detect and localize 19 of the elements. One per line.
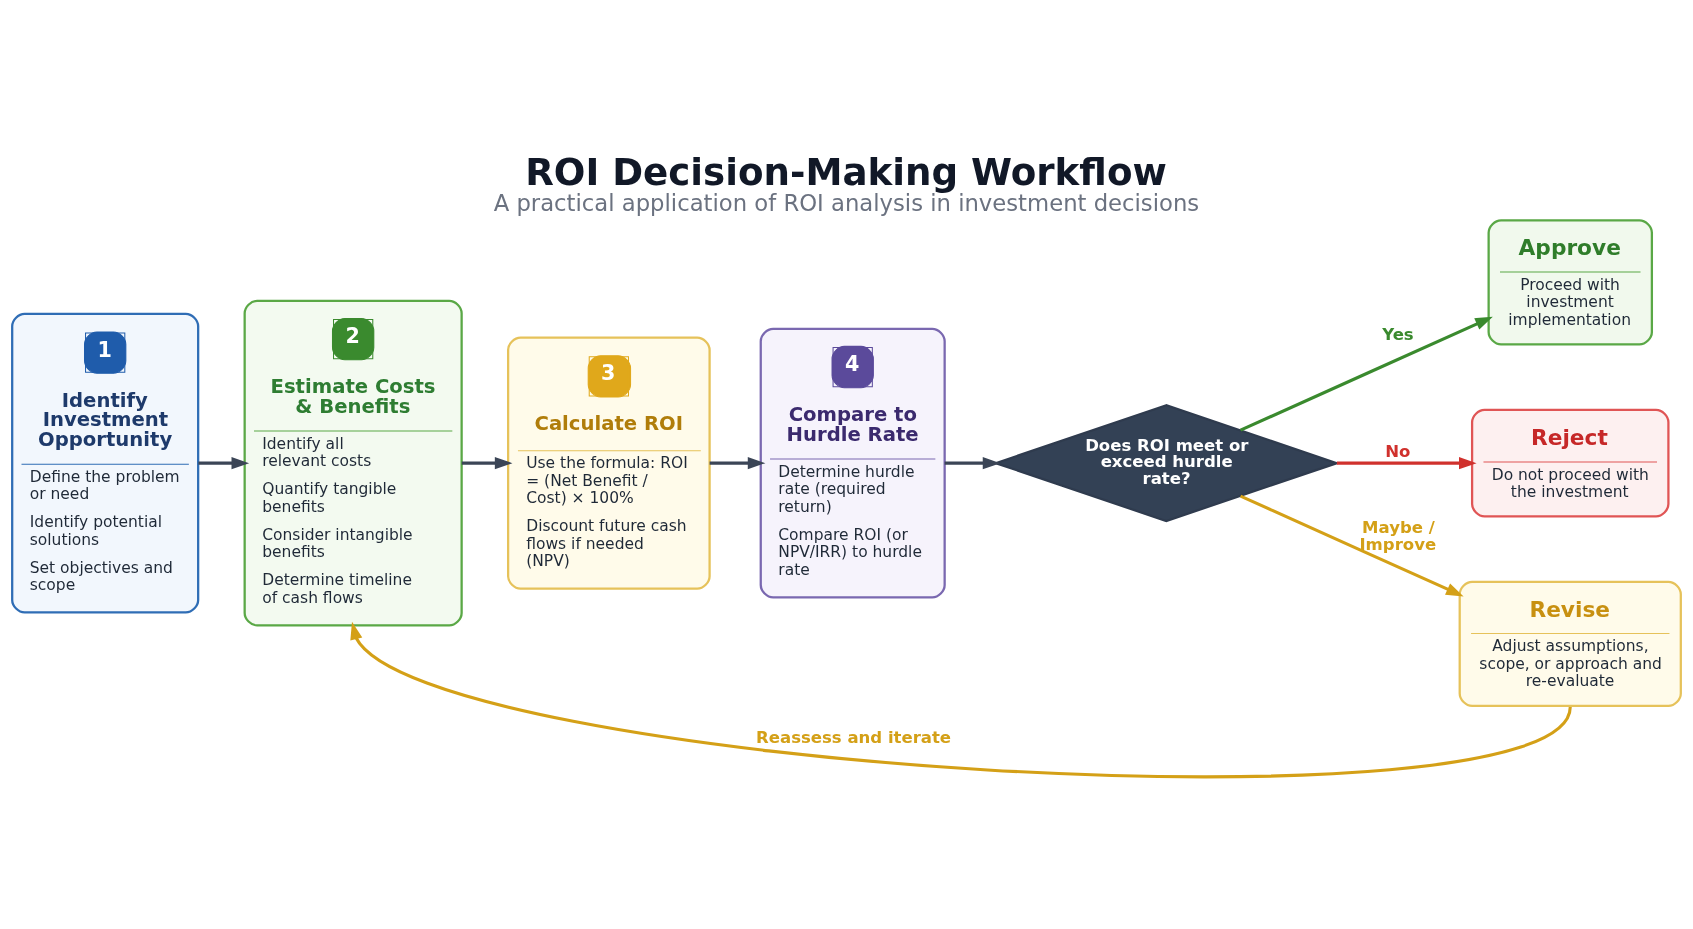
node-box: Reject Do not proceed with the investment bbox=[1470, 408, 1670, 518]
edge-label: Yes bbox=[1382, 324, 1414, 344]
arrow bbox=[1239, 316, 1493, 432]
node-box: Approve Proceed with investment implementation bbox=[1487, 219, 1653, 346]
node-box: 3 Calculate ROI Use the formula: ROI = (Net Benefit / Cost) × 100% Discount future cash flows if needed (NPV) bbox=[507, 336, 711, 590]
node-box: 1 Identify Investment Opportunity Define the problem or need Identify potential solutions Set objectives and scope bbox=[11, 312, 200, 614]
arrow bbox=[709, 456, 766, 470]
arrow bbox=[461, 456, 513, 470]
diagram-title: ROI Decision-Making Workflow bbox=[525, 149, 1167, 194]
arrow bbox=[1239, 494, 1464, 597]
node-box: 4 Compare to Hurdle Rate Determine hurdle rate (required return) Compare ROI (or NPV/IRR) to hurdle rate bbox=[759, 327, 946, 599]
arrow bbox=[198, 456, 250, 470]
node-box: 2 Estimate Costs & Benefits Identify all relevant costs Quantify tangible benefits Consider intangible benefits Determine timeline of cash flows bbox=[243, 299, 463, 627]
arrow bbox=[1336, 456, 1477, 470]
edge-label: Reassess and iterate bbox=[756, 727, 952, 747]
edge-label: No bbox=[1385, 441, 1411, 461]
arrow bbox=[944, 456, 1001, 470]
edge-label: Maybe / Improve bbox=[1359, 518, 1437, 554]
node-box: Revise Adjust assumptions, scope, or approach and re-evaluate bbox=[1458, 580, 1682, 708]
